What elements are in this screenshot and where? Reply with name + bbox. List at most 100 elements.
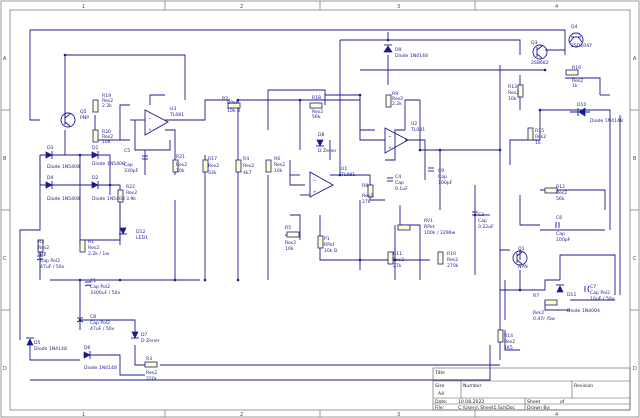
p1-ref: P1 xyxy=(324,236,330,242)
r16-ref: R16 xyxy=(572,65,581,71)
resistor-r11 xyxy=(387,251,394,265)
drawn-by-label: Drawn By: xyxy=(527,405,551,411)
r12-type: Res2 xyxy=(556,190,567,196)
zener-d8-icon xyxy=(316,139,324,147)
diode-d11-icon xyxy=(556,284,564,293)
zone-col-1: 1 xyxy=(82,4,85,10)
capacitor-c7-icon xyxy=(584,285,590,293)
d6-value: Diode 1N4148 xyxy=(84,365,117,371)
q4-value: 2SD1047 xyxy=(571,43,592,49)
d4-ref: D4 xyxy=(47,175,54,181)
c3-value: 0.22uF xyxy=(478,224,494,230)
rv1-type: RPot xyxy=(424,224,435,230)
resistor-r1 xyxy=(79,239,86,253)
r10-type: Res2 xyxy=(447,257,458,263)
r2-value: 10k B xyxy=(227,108,240,114)
resistor-r18 xyxy=(309,102,323,109)
c3-type: Cap xyxy=(478,218,487,224)
diode-d1-icon xyxy=(91,151,99,159)
r17-type: Res2 xyxy=(208,163,219,169)
resistor-r21 xyxy=(172,159,179,173)
r5-type: Res2 xyxy=(285,240,296,246)
c6-type: Cap xyxy=(556,231,565,237)
date-value: 10.08.2022 xyxy=(458,399,484,405)
c4-type: Cap xyxy=(395,180,404,186)
c1-type: Cap Pol2 xyxy=(90,284,110,290)
d8-value: D Zener xyxy=(318,148,337,154)
r5-ref: R5 xyxy=(285,225,291,231)
date-label: Date: xyxy=(435,399,448,405)
r11-value: 27k xyxy=(393,263,402,269)
zone-row-d-right: D xyxy=(633,366,637,372)
r1-ref: R1 xyxy=(88,239,94,245)
r22-type: Res2 xyxy=(126,190,137,196)
svg-text:−: − xyxy=(148,117,152,122)
d4-value: Diode 1N5408 xyxy=(47,196,80,202)
c8-ref: C8 xyxy=(90,314,96,320)
resistor-r9 xyxy=(385,94,392,108)
r20-ref: R20 xyxy=(102,129,111,135)
capacitor-c2-icon xyxy=(36,255,44,261)
r3-ref: R3 xyxy=(38,239,44,245)
c2-type: Cap Pol2 xyxy=(40,258,60,264)
resistor-r22 xyxy=(117,189,124,203)
d8-ref: D8 xyxy=(318,132,325,138)
d7-value: D Zener xyxy=(141,338,160,344)
u3-ref: U3 xyxy=(170,106,176,112)
d11-value: Diode 1N4004 xyxy=(567,308,600,314)
r6-value: 10k xyxy=(274,168,283,174)
revision-label: Revision xyxy=(574,383,593,389)
u1-value: TL081 xyxy=(340,172,355,178)
number-label: Number xyxy=(463,383,482,389)
r14-type: Res2 xyxy=(504,339,515,345)
zone-row-a: A xyxy=(3,56,7,62)
r13-ref: R13 xyxy=(508,84,517,90)
resistor-r7 xyxy=(544,299,558,306)
d3-value: Diode 1N5408 xyxy=(47,164,80,170)
r18-ref: R18 xyxy=(312,95,321,101)
led-d12-icon xyxy=(119,227,127,235)
r7-ref: R7 xyxy=(533,293,539,299)
rv1-ref: RV1 xyxy=(424,218,433,224)
q1-ref: Q1 xyxy=(518,246,525,252)
resistor-r12 xyxy=(544,187,558,194)
zone-col-4-bottom: 4 xyxy=(555,412,558,418)
r14-ref: R14 xyxy=(504,333,513,339)
q5-value: PNP xyxy=(80,115,89,121)
r22-ref: R22 xyxy=(126,184,135,190)
c4-ref: C4 xyxy=(395,174,401,180)
svg-text:−: − xyxy=(313,179,317,184)
resistor-r5 xyxy=(286,231,300,238)
resistor-r4 xyxy=(235,159,242,173)
zone-row-a-right: A xyxy=(633,56,637,62)
diode-d9-icon xyxy=(383,44,393,53)
d10-value: Diode 1N4148 xyxy=(590,118,623,124)
capacitor-c9-icon xyxy=(428,167,434,172)
r6-ref: R6 xyxy=(274,156,280,162)
c5-type: Cap xyxy=(124,162,133,168)
q3-ref: Q3 xyxy=(531,40,538,46)
r16-value: 1k xyxy=(572,83,578,89)
transistor-q4-icon xyxy=(568,32,584,48)
r21-ref: R21 xyxy=(176,154,185,160)
potentiometer-rv1 xyxy=(397,224,411,231)
r12-ref: R12 xyxy=(556,184,565,190)
c2-value: 47uF / 50v xyxy=(40,264,65,270)
zone-row-b: B xyxy=(3,156,7,162)
transistor-q1-icon xyxy=(512,250,528,266)
r7-type: Res2 xyxy=(533,310,544,316)
zone-col-2: 2 xyxy=(240,4,243,10)
r8-ref: R8 xyxy=(362,183,368,189)
p1-value: 10k B xyxy=(324,248,337,254)
size-label: Size xyxy=(435,383,445,389)
d9-ref: D9 xyxy=(395,47,402,53)
transistor-q5-icon xyxy=(60,112,76,128)
c3-ref: C3 xyxy=(478,212,484,218)
capacitor-c1-icon xyxy=(84,281,92,287)
c9-ref: C9 xyxy=(438,168,444,174)
rv1-value: 100k / 3296w xyxy=(424,230,456,236)
capacitor-c3-icon xyxy=(472,211,478,216)
diode-d3-icon xyxy=(45,151,53,159)
u1-ref: U1 xyxy=(341,166,347,172)
